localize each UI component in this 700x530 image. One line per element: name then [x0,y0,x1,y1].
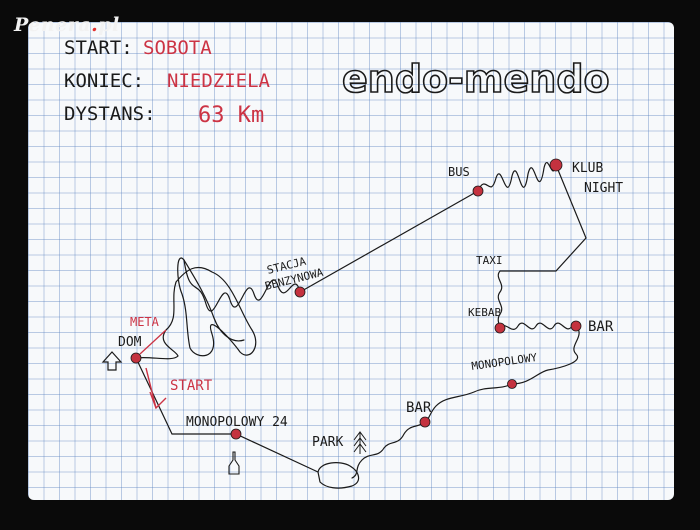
label-monopolowy24: MONOPOLOWY 24 [186,415,288,430]
tree-icon [353,431,367,454]
label-park: PARK [312,435,343,450]
label-bus: BUS [448,165,470,179]
watermark-name: Penera [14,14,92,36]
watermark-logo: Penera.pl [14,14,120,36]
end-value: NIEDZIELA [167,70,271,92]
notebook-page: START: SOBOTA KONIEC: NIEDZIELA DYSTANS:… [28,22,674,500]
label-bar-bottom: BAR [406,400,432,416]
bottle-icon [228,451,240,475]
marker-monopolowy24 [230,428,242,440]
label-klub: KLUB [572,161,603,176]
label-night: NIGHT [584,181,623,196]
start-value: SOBOTA [143,37,212,59]
distance-value: 63 Km [198,103,264,128]
end-label: KONIEC: [64,70,144,92]
route-line-dom-park [135,357,319,473]
route-line-klub-taxi [500,164,587,272]
route-squiggle-taxi-kebab [497,270,503,329]
marker-bar-bottom [419,416,431,428]
label-kebab: KEBAB [468,306,501,319]
route-scribble-stacja-dom [135,257,301,360]
marker-klub [549,158,563,172]
start-label: START: [64,37,133,59]
endo-mendo-logo: endo-mendo [342,57,610,101]
label-start: START [170,378,213,394]
marker-monopolowy [507,379,517,389]
route-squiggle-kebab-bar [499,322,577,330]
route-scribble-detail [183,259,245,342]
watermark-dot: . [91,14,99,36]
marker-kebab [494,322,506,334]
marker-stacja [294,286,306,298]
label-taxi: TAXI [476,254,503,267]
route-squiggle-bar-park [351,421,426,479]
label-monopolowy: MONOPOLOWY [471,351,539,373]
watermark-suffix: pl [98,14,120,36]
route-line-stacja-bus [299,190,479,293]
distance-label: DYSTANS: [64,103,156,125]
meta-arrow [139,329,167,355]
label-meta: META [130,315,160,329]
route-squiggle-bar-monopolowy [424,325,580,423]
start-arrow-shaft [145,367,157,409]
marker-bar-right [570,320,582,332]
marker-dom [130,352,142,364]
label-bar-right: BAR [588,319,614,335]
marker-bus [472,185,484,197]
home-arrow-icon [101,351,123,371]
route-park-pond [317,462,360,489]
route-map-drawing: START: SOBOTA KONIEC: NIEDZIELA DYSTANS:… [64,37,623,489]
route-squiggle-bus-klub [477,161,557,192]
label-dom: DOM [118,335,142,350]
